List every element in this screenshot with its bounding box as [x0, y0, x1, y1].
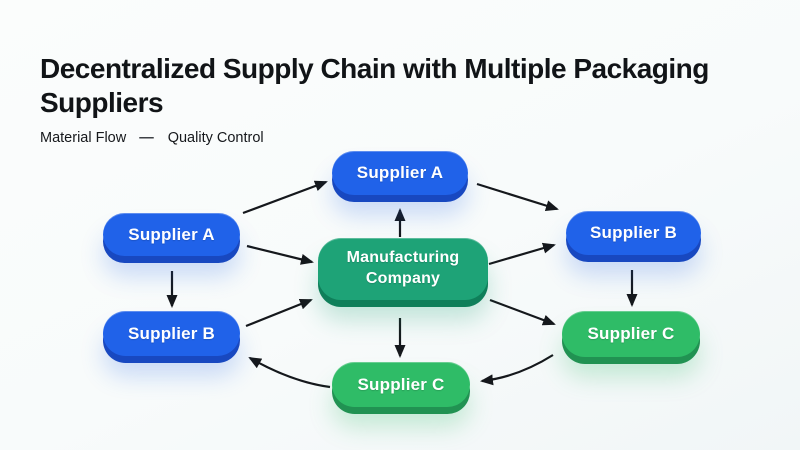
node-supplier-b-right: Supplier B: [566, 211, 701, 255]
node-label: Supplier A: [356, 163, 444, 182]
edge-supplier-c-bottom-to-supplier-b-left: [248, 357, 331, 389]
edge-manufacturing-company-to-supplier-b-right: [488, 242, 556, 266]
node-supplier-c-bottom: Supplier C: [332, 362, 470, 407]
legend: Material Flow — Quality Control: [40, 130, 264, 146]
node-supplier-a-top: Supplier A: [332, 151, 468, 195]
node-label: Supplier C: [587, 324, 675, 343]
legend-material-flow-label: Material Flow: [40, 130, 127, 146]
node-label: Supplier B: [127, 323, 215, 343]
edge-manufacturing-company-to-supplier-c-right: [489, 298, 556, 326]
node-label: Supplier C: [357, 374, 445, 394]
node-label: Manufacturing Company: [346, 249, 460, 287]
node-supplier-a-left: Supplier A: [103, 213, 240, 256]
edge-supplier-a-top-to-supplier-b-right: [476, 182, 559, 211]
edge-supplier-b-left-to-manufacturing-company: [245, 298, 313, 328]
edge-supplier-c-right-to-supplier-c-bottom: [480, 354, 554, 386]
node-label: Supplier A: [128, 224, 215, 244]
page-title: Decentralized Supply Chain with Multiple…: [40, 52, 709, 119]
node-supplier-b-left: Supplier B: [103, 311, 240, 356]
edge-supplier-a-left-to-supplier-a-top: [242, 180, 328, 215]
node-supplier-c-right: Supplier C: [562, 311, 700, 357]
node-manufacturing-company: Manufacturing Company: [318, 238, 488, 300]
node-label: Supplier B: [589, 223, 677, 242]
legend-quality-control-label: Quality Control: [167, 130, 264, 146]
legend-line-sample-icon: —: [139, 130, 155, 146]
edge-supplier-a-left-to-manufacturing-company: [246, 244, 314, 265]
